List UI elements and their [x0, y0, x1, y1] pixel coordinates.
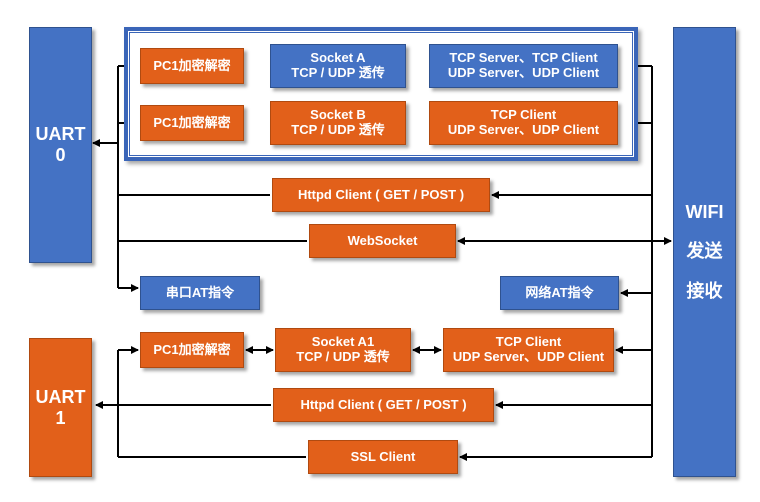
ssl-client-box: SSL Client [308, 440, 458, 474]
uart0-block: UART 0 [29, 27, 92, 263]
crypto-box-3: PC1加密解密 [140, 332, 244, 368]
uart0-label: UART 0 [35, 124, 86, 165]
socket-a-box: Socket A TCP / UDP 透传 [270, 44, 406, 88]
httpd-client-box-1: Httpd Client ( GET / POST ) [272, 178, 490, 212]
wifi-label: WIFI 发送 接收 [685, 201, 724, 301]
socket-a1-box: Socket A1 TCP / UDP 透传 [275, 328, 411, 372]
crypto-box-1: PC1加密解密 [140, 48, 244, 84]
socket-b-box: Socket B TCP / UDP 透传 [270, 101, 406, 145]
socket-a1-client-box: TCP Client UDP Server、UDP Client [443, 328, 614, 372]
httpd-client-box-2: Httpd Client ( GET / POST ) [273, 388, 494, 422]
socket-group-frame-inner [129, 32, 633, 156]
websocket-box: WebSocket [309, 224, 456, 258]
uart1-block: UART 1 [29, 338, 92, 477]
socket-b-client-box: TCP Client UDP Server、UDP Client [429, 101, 618, 145]
wifi-block: WIFI 发送 接收 [673, 27, 736, 477]
network-at-box: 网络AT指令 [500, 276, 619, 310]
crypto-box-2: PC1加密解密 [140, 105, 244, 141]
uart1-label: UART 1 [35, 386, 86, 428]
serial-at-box: 串口AT指令 [140, 276, 260, 310]
socket-a-server-box: TCP Server、TCP Client UDP Server、UDP Cli… [429, 44, 618, 88]
